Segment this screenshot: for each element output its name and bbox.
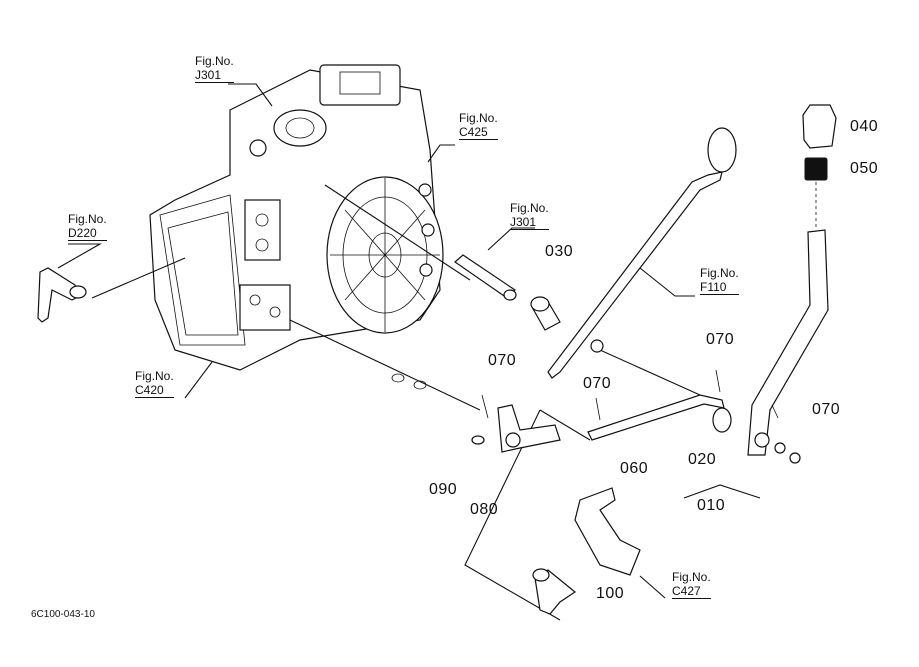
- fig-ref-f110: Fig.No. F110: [700, 266, 739, 295]
- bracket-c427-part: [532, 487, 641, 615]
- fig-ref-j301-top: Fig.No. J301: [195, 54, 234, 83]
- transmission-housing: [149, 64, 444, 371]
- fig-label: Fig.No.: [135, 369, 174, 383]
- part-number-070: 070: [812, 401, 841, 418]
- part-number-030: 030: [545, 243, 574, 260]
- collar-020-part: [712, 407, 732, 433]
- fig-code: J301: [195, 68, 234, 83]
- fig-label: Fig.No.: [68, 212, 107, 226]
- fig-ref-c420: Fig.No. C420: [135, 369, 174, 398]
- fig-ref-c425: Fig.No. C425: [459, 111, 498, 140]
- part-number-070: 070: [488, 352, 517, 369]
- fig-code: C427: [672, 584, 711, 599]
- part-number-050: 050: [850, 160, 879, 177]
- part-number-060: 060: [620, 460, 649, 477]
- shaft-part: [454, 254, 517, 301]
- rod-060-part: [587, 394, 725, 441]
- fig-code: C425: [459, 125, 498, 140]
- fig-label: Fig.No.: [700, 266, 739, 280]
- fig-label: Fig.No.: [672, 570, 711, 584]
- part-number-070: 070: [706, 331, 735, 348]
- part-number-090: 090: [429, 481, 458, 498]
- fig-ref-j301-shaft: Fig.No. J301: [510, 201, 549, 230]
- fig-ref-d220: Fig.No. D220: [68, 212, 107, 241]
- fig-label: Fig.No.: [459, 111, 498, 125]
- bush-030-part: [530, 296, 561, 331]
- leader-lines: [57, 83, 761, 621]
- shift-lever-part: [747, 104, 837, 464]
- diagram-code: 6C100-043-10: [31, 609, 95, 620]
- lever-f110-part: [547, 127, 737, 379]
- part-number-070: 070: [583, 375, 612, 392]
- part-number-040: 040: [850, 118, 879, 135]
- circlip-parts: [391, 369, 779, 421]
- fig-code: C420: [135, 383, 174, 398]
- fig-code: D220: [68, 226, 107, 241]
- fig-code: J301: [510, 215, 549, 230]
- fig-label: Fig.No.: [195, 54, 234, 68]
- fig-code: F110: [700, 280, 739, 295]
- part-number-100: 100: [596, 585, 625, 602]
- part-number-010: 010: [697, 497, 726, 514]
- shift-fork-part: [37, 267, 87, 323]
- bracket-080-part: [471, 404, 561, 453]
- part-number-080: 080: [470, 501, 499, 518]
- fig-label: Fig.No.: [510, 201, 549, 215]
- part-number-020: 020: [688, 451, 717, 468]
- fig-ref-c427: Fig.No. C427: [672, 570, 711, 599]
